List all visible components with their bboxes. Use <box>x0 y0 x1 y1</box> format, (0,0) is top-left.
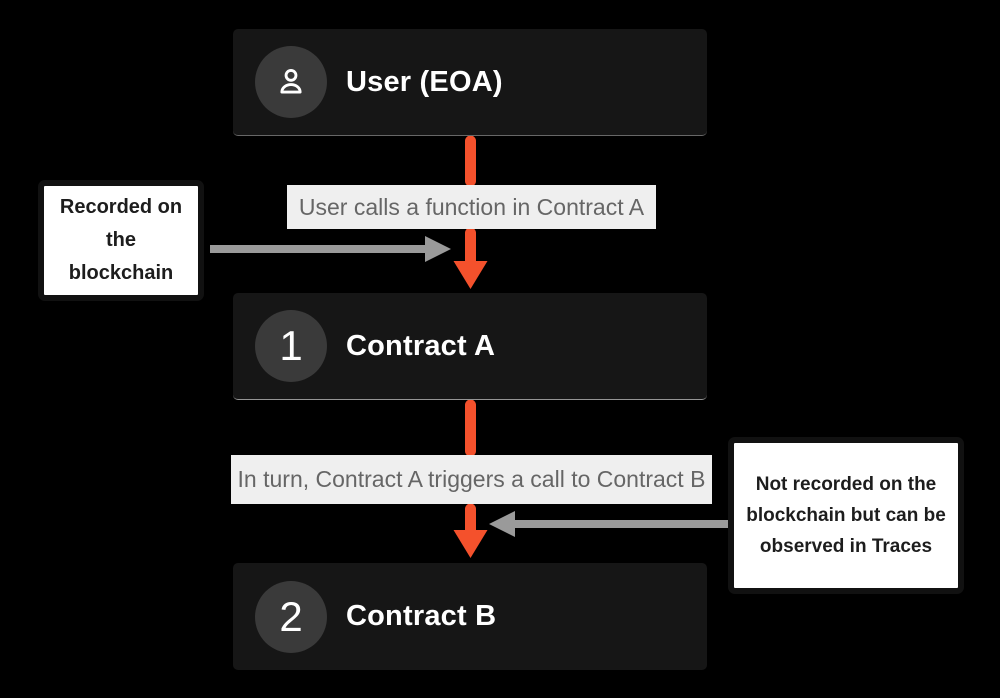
annotation-recorded: Recorded on the blockchain <box>38 180 204 301</box>
node-contract-a: 1 Contract A <box>233 293 707 400</box>
node-contract-a-label: Contract A <box>346 329 496 362</box>
flow-label-user-call: User calls a function in Contract A <box>287 185 656 229</box>
user-icon <box>255 46 327 118</box>
annotation-arrow-right <box>489 511 730 537</box>
step-2-badge: 2 <box>255 580 327 653</box>
annotation-arrow-left <box>210 236 451 262</box>
flow-label-contract-call: In turn, Contract A triggers a call to C… <box>231 455 712 504</box>
node-contract-b-label: Contract B <box>346 600 497 632</box>
annotation-not-recorded: Not recorded on the blockchain but can b… <box>728 437 964 594</box>
node-user: User (EOA) <box>233 29 707 136</box>
node-user-label: User (EOA) <box>346 65 503 98</box>
step-1-badge: 1 <box>255 310 327 382</box>
node-contract-b: 2 Contract B <box>233 563 707 670</box>
